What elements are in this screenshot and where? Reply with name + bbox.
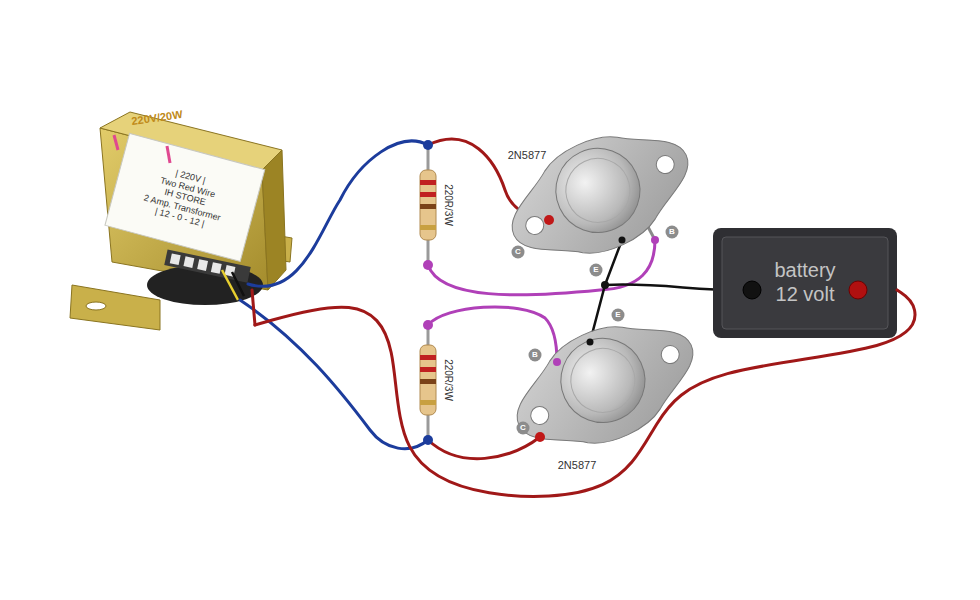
pin-name-holder: E (593, 266, 598, 274)
pin-name: C (520, 424, 526, 432)
part-number: 2N5877 (508, 150, 547, 161)
pin-name-holder: B (669, 228, 675, 236)
transformer-drawing (70, 112, 292, 330)
pin-name-holder: B (532, 351, 538, 359)
transistor-drawing (491, 105, 714, 475)
pin-badges (512, 226, 679, 435)
battery-drawing (713, 228, 897, 338)
pin-name: E (615, 311, 620, 319)
resistor-value-holder: 220R/3W (443, 184, 453, 226)
pin-badge (666, 226, 679, 239)
text-panel: | 220V |Two Red WireIH STORE2 Amp. Trans… (105, 134, 265, 262)
part-number: 2N5877 (558, 460, 597, 471)
pin-name-holder: C (520, 424, 526, 432)
battery-box: battery 12 volt (713, 228, 897, 338)
resistor-value: 220R/3W (443, 184, 453, 226)
resistor-value: 220R/3W (443, 359, 453, 401)
wire-connector (255, 290, 915, 496)
text-panel: battery 12 volt (765, 248, 845, 318)
pin-badge (590, 264, 603, 277)
pin-badge (529, 349, 542, 362)
transformer-body: | 220V |Two Red WireIH STORE2 Amp. Trans… (70, 105, 285, 325)
pin-name-holder: E (615, 311, 620, 319)
pin-name: C (515, 248, 521, 256)
resistor-value-holder: 220R/3W (443, 359, 453, 401)
pin-name: B (669, 228, 675, 236)
part-number-holder: 2N5877 (558, 460, 597, 471)
pin-name: E (593, 266, 598, 274)
pin-badge (512, 246, 525, 259)
part-number-holder: 2N5877 (508, 150, 547, 161)
battery-label: battery 12 volt (765, 259, 845, 306)
pin-name-holder: C (515, 248, 521, 256)
resistor-drawing (420, 140, 436, 445)
pin-name: B (532, 351, 538, 359)
pin-badge (612, 309, 625, 322)
pin-badge (517, 422, 530, 435)
